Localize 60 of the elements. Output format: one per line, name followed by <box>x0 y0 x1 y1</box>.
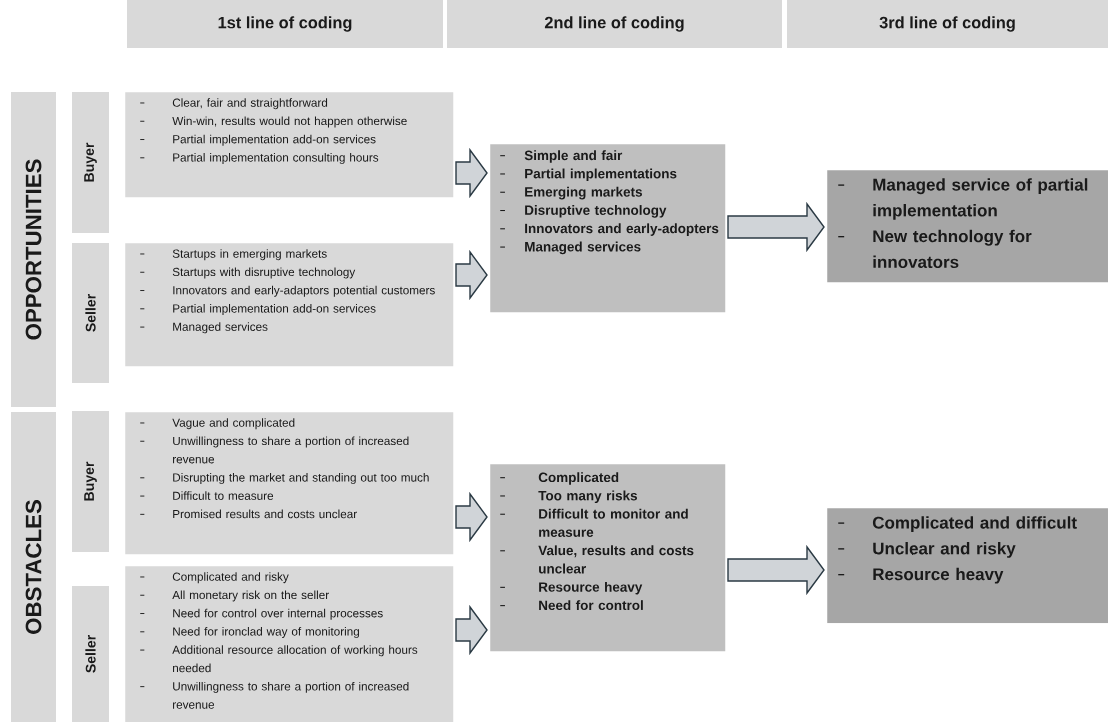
list-item: Additional resource allocation of working hours needed <box>139 645 418 673</box>
section-band: OBSTACLES <box>11 412 56 722</box>
list-box <box>827 508 1108 624</box>
list-item: Vague and complicated <box>139 418 295 430</box>
list-item: Partial implementation consulting hours <box>139 153 379 164</box>
list-item: Partial implementation add-on services <box>139 304 376 315</box>
header-bar: 3rd line of coding <box>787 0 1108 48</box>
section-band: OPPORTUNITIES <box>11 92 56 407</box>
list-item: Innovators and early-adopters <box>499 223 719 236</box>
header-bar: 1st line of coding <box>127 0 443 48</box>
list-item: Startups with disruptive technology <box>139 267 356 279</box>
list-item: Startups in emerging markets <box>139 249 327 261</box>
list-item: Need for control <box>499 600 643 611</box>
list-item: Partial implementation add-on services <box>139 134 376 146</box>
block-arrow <box>455 491 488 543</box>
list-item: Resource heavy <box>837 567 1004 584</box>
list-item: Managed services <box>499 241 641 255</box>
list-item: Value, results and costs unclear <box>499 545 694 574</box>
list-item: Clear, fair and straightforward <box>139 98 328 110</box>
list-item: Too many risks <box>499 490 637 504</box>
list-item: Unclear and risky <box>837 542 1016 558</box>
list-box <box>125 566 454 722</box>
list-item: Disruptive technology <box>499 205 667 218</box>
list-item: Partial implementations <box>499 168 677 182</box>
list-box <box>125 243 454 367</box>
list-item: Difficult to measure <box>139 491 274 500</box>
header-bar: 2nd line of coding <box>447 0 782 48</box>
list-item: Complicated and difficult <box>837 516 1077 533</box>
list-item: Simple and fair <box>499 150 623 163</box>
list-item: Complicated and risky <box>139 572 289 584</box>
block-arrow <box>455 147 488 199</box>
list-item: Difficult to monitor and measure <box>499 508 688 537</box>
list-item: Managed services <box>139 322 268 334</box>
role-band: Seller <box>72 243 109 383</box>
list-box <box>490 144 726 313</box>
list-box <box>490 464 726 652</box>
list-item: All monetary risk on the seller <box>139 590 329 602</box>
list-item: Resource heavy <box>499 581 643 595</box>
list-box <box>827 170 1108 283</box>
list-item: Win-win, results would not happen otherwise <box>139 116 407 128</box>
list-item: Disrupting the market and standing out too much <box>139 473 429 484</box>
list-item: Complicated <box>499 472 619 485</box>
list-item: Emerging markets <box>499 186 642 200</box>
block-arrow <box>455 249 488 301</box>
list-item: Unwillingness to share a portion of increased revenue <box>139 681 409 709</box>
list-item: Need for control over internal processes <box>139 608 383 620</box>
list-item: Need for ironclad way of monitoring <box>139 627 359 638</box>
list-item: Innovators and early-adaptors potential customers <box>139 285 435 297</box>
block-arrow <box>727 544 825 596</box>
list-item: Unwillingness to share a portion of increased revenue <box>139 436 409 464</box>
list-item: New technology for innovators <box>837 229 1032 269</box>
list-box <box>125 92 454 198</box>
block-arrow <box>455 604 488 656</box>
list-item: Promised results and costs unclear <box>139 509 357 519</box>
role-band: Buyer <box>72 411 109 552</box>
block-arrow <box>727 201 825 253</box>
list-box <box>125 412 454 555</box>
list-item: Managed service of partial implementation <box>837 178 1088 220</box>
role-band: Seller <box>72 586 109 722</box>
role-band: Buyer <box>72 92 109 233</box>
